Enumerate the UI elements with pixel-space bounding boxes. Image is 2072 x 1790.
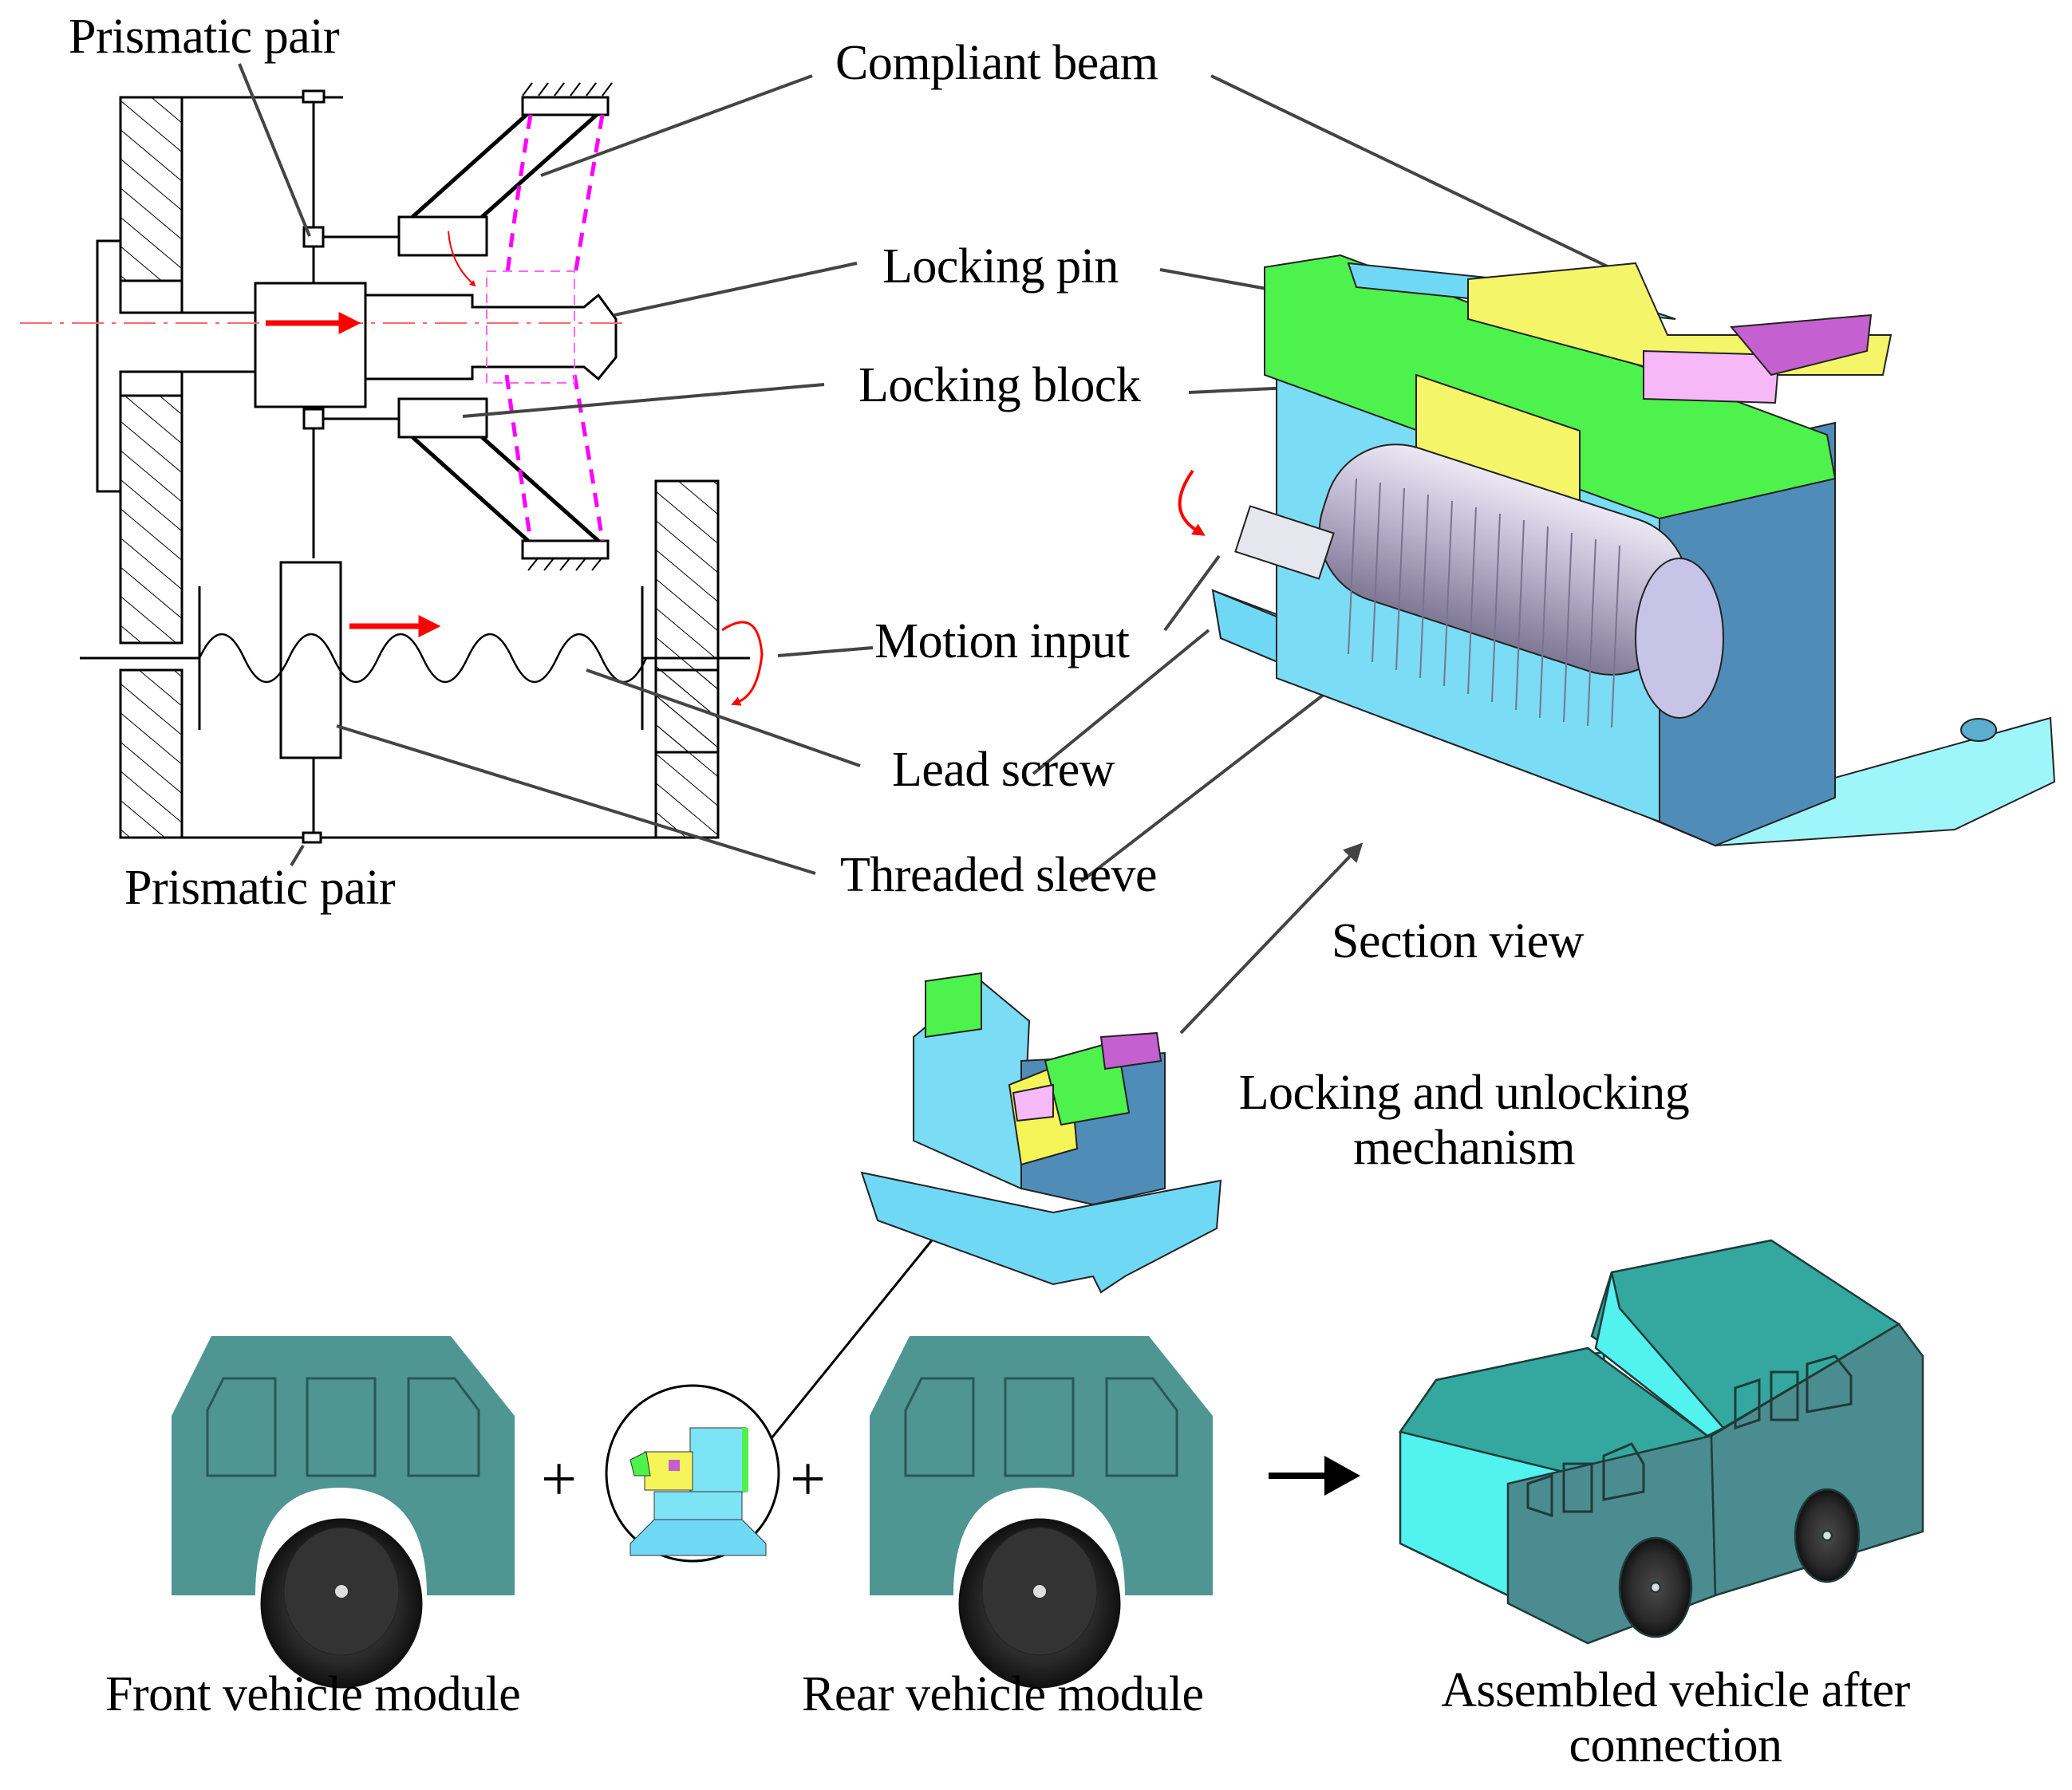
label-rear-vehicle-module: Rear vehicle module xyxy=(802,1667,1204,1721)
label-prismatic-pair-top: Prismatic pair xyxy=(69,10,340,64)
label-compliant-beam: Compliant beam xyxy=(835,36,1158,90)
locking-pin-body xyxy=(1264,254,1837,520)
mechanism-label-line2: mechanism xyxy=(1353,1121,1575,1176)
fixed-frame-right-lower xyxy=(654,668,720,839)
label-assembled-vehicle: Assembled vehicle after connection xyxy=(1388,1663,1963,1774)
label-threaded-sleeve: Threaded sleeve xyxy=(840,848,1157,902)
deformed-beam-outline xyxy=(504,114,605,542)
fixed-frame-left-upper xyxy=(119,96,184,282)
plus-symbol-1: + xyxy=(541,1445,578,1515)
fixed-frame-left-bottom xyxy=(119,668,184,839)
mechanism-inset xyxy=(605,1384,780,1563)
motion-input-rotation-arrow xyxy=(1178,469,1206,536)
locking-block-upper xyxy=(397,215,488,257)
threaded-sleeve-schematic xyxy=(279,561,342,759)
screw-threads xyxy=(1348,478,1620,728)
block-rotation-arrow xyxy=(448,231,476,287)
input-rotation-arrow xyxy=(721,621,764,706)
prismatic-joint-bottom xyxy=(302,831,322,844)
label-section-view: Section view xyxy=(1332,914,1585,968)
locking-pin-schematic xyxy=(365,293,618,381)
label-front-vehicle-module: Front vehicle module xyxy=(105,1667,521,1721)
rear-vehicle-module xyxy=(870,1336,1213,1689)
assembled-label-line1: Assembled vehicle after xyxy=(1441,1663,1910,1717)
assembled-label-line2: connection xyxy=(1569,1718,1782,1773)
leader-lines xyxy=(238,63,1648,1461)
kinematic-schematic xyxy=(20,82,764,844)
label-motion-input: Motion input xyxy=(874,614,1130,668)
section-view-model xyxy=(1178,254,2056,847)
prismatic-joint-top xyxy=(302,89,326,104)
front-vehicle-module xyxy=(172,1336,515,1689)
prismatic-joint-lower xyxy=(302,408,325,430)
locking-block-displaced xyxy=(486,270,575,384)
ground-top xyxy=(521,96,610,116)
section-view-arrow xyxy=(1179,842,1364,1035)
locking-mechanism-model xyxy=(860,972,1222,1294)
locking-block-model xyxy=(1643,349,1781,404)
mechanism-callout-line xyxy=(752,1228,943,1461)
fixed-frame-left-lower xyxy=(119,394,184,645)
locking-block-lower xyxy=(397,397,488,439)
label-locking-unlocking-mechanism: Locking and unlocking mechanism xyxy=(1181,1066,1747,1177)
mechanism-label-line1: Locking and unlocking xyxy=(1238,1066,1690,1120)
lead-screw-schematic xyxy=(198,633,648,684)
label-prismatic-pair-bottom: Prismatic pair xyxy=(124,861,396,915)
label-lead-screw: Lead screw xyxy=(892,743,1115,797)
slider-body xyxy=(254,282,367,408)
plus-symbol-2: + xyxy=(790,1445,827,1515)
assembled-vehicle xyxy=(1398,1239,1924,1645)
label-locking-pin: Locking pin xyxy=(882,239,1119,294)
ground-bottom xyxy=(521,539,610,560)
result-arrow-icon xyxy=(1269,1456,1360,1496)
label-locking-block: Locking block xyxy=(858,358,1141,412)
